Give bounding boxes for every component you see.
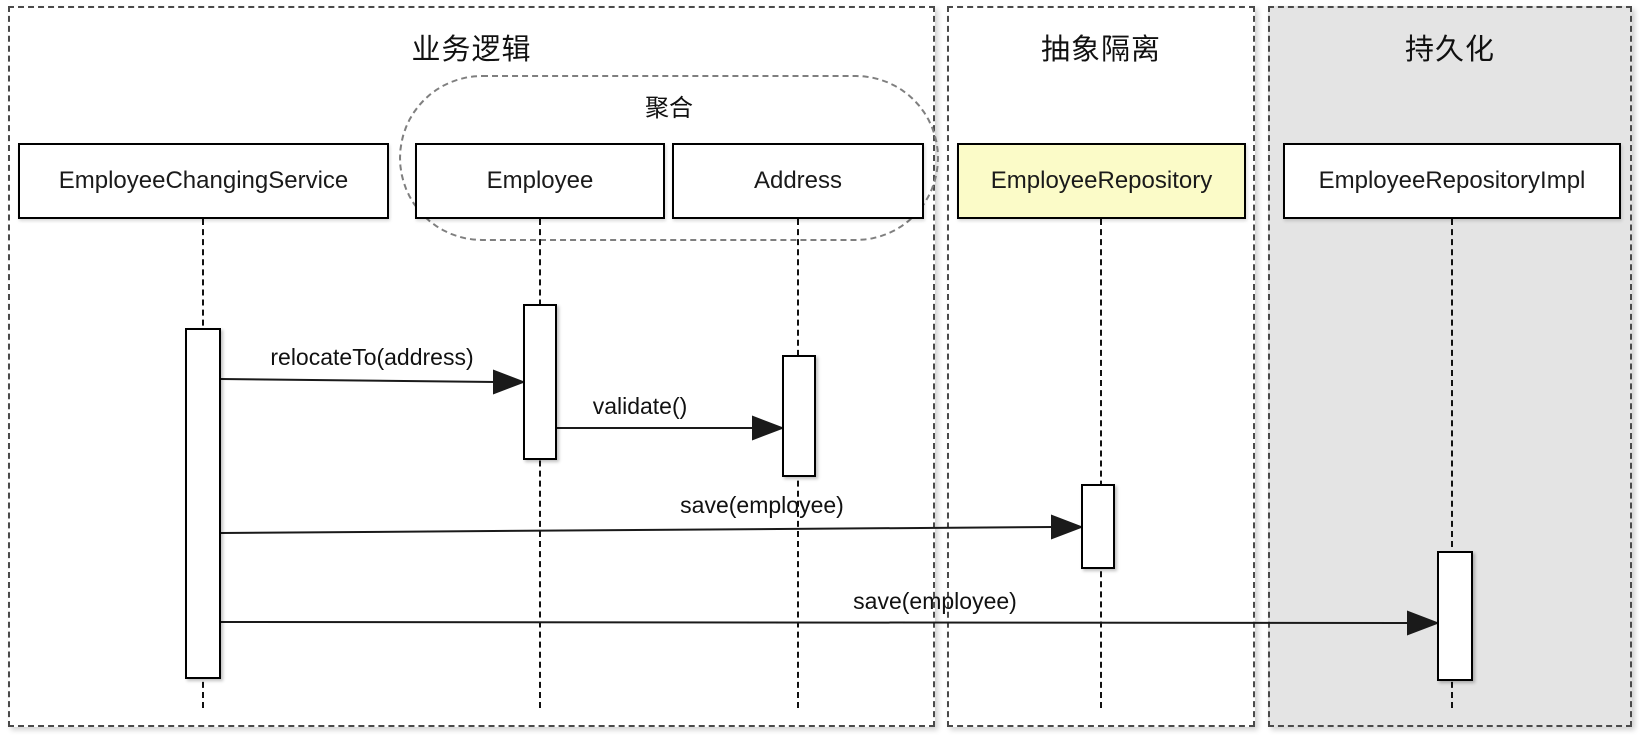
activation-address [782,355,816,477]
lane-title-abstraction-isolation: 抽象隔离 [1040,34,1161,66]
lane-title-business-logic: 业务逻辑 [411,34,532,66]
message-label-save-repository: save(employee) [680,492,844,518]
activation-employee [523,304,557,460]
participant-box-employee-repository: EmployeeRepository [957,143,1246,219]
participant-box-employee-changing-service: EmployeeChangingService [18,143,389,219]
participant-box-employee: Employee [415,143,665,219]
activation-employee-changing-service [185,328,221,679]
participant-box-employee-repository-impl: EmployeeRepositoryImpl [1283,143,1621,219]
participant-box-address: Address [672,143,924,219]
participant-label-employee-changing-service: EmployeeChangingService [58,167,349,194]
lifeline-employee-repository-impl [1451,219,1453,708]
activation-employee-repository-impl [1437,551,1473,681]
aggregate-group-outline [399,75,939,241]
lifeline-employee [539,219,541,708]
participant-label-employee-repository: EmployeeRepository [990,167,1213,194]
lifeline-employee-repository [1100,219,1102,708]
participant-label-employee-repository-impl: EmployeeRepositoryImpl [1318,167,1586,194]
message-label-validate: validate() [592,393,688,419]
message-label-save-repository-impl: save(employee) [853,588,1017,614]
lane-title-persistence: 持久化 [1404,34,1495,66]
message-label-relocateto: relocateTo(address) [270,344,474,370]
activation-employee-repository [1081,484,1115,569]
aggregate-group-label: 聚合 [645,95,693,122]
participant-label-employee: Employee [486,167,594,194]
participant-label-address: Address [753,167,843,194]
